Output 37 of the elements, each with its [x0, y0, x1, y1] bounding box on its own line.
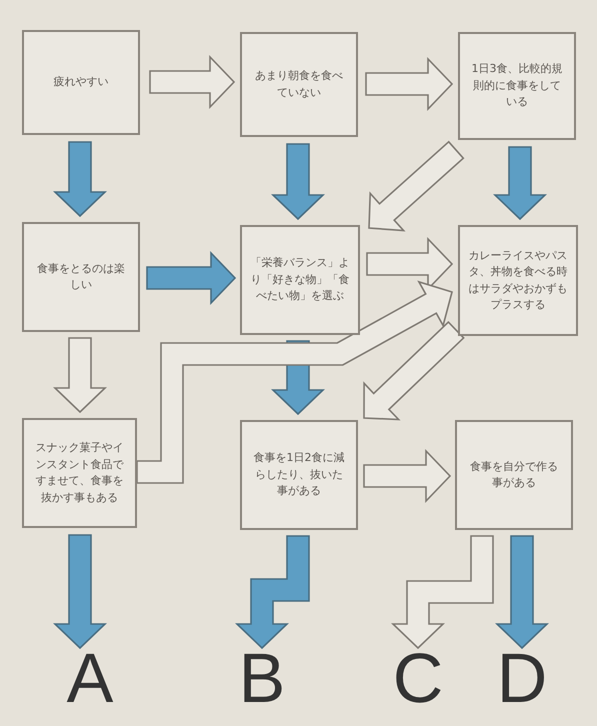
- block-arrow: [271, 143, 325, 220]
- outcome-letter: C: [388, 652, 448, 704]
- block-arrow: [235, 535, 310, 650]
- process-box: [240, 32, 358, 137]
- outcome-letter: D: [492, 652, 552, 704]
- block-arrow: [53, 534, 107, 650]
- block-arrow: [365, 57, 454, 111]
- block-arrow: [391, 535, 494, 650]
- process-box: [455, 420, 573, 530]
- process-box: [458, 225, 578, 336]
- block-arrow: [53, 141, 107, 218]
- box-text: カレーライスやパスタ、丼物を食べる時はサラダやおかずもプラスする: [468, 248, 568, 313]
- box-text: 「栄養バランス」より「好きな物」「食べたい物」を選ぶ: [250, 255, 350, 304]
- block-arrow: [368, 140, 464, 232]
- block-arrow: [149, 55, 236, 109]
- block-arrow: [363, 320, 465, 420]
- box-text: あまり朝食を食べていない: [254, 68, 344, 100]
- process-box: [240, 420, 358, 530]
- box-text: 疲れやすい: [52, 74, 110, 90]
- block-arrow: [493, 146, 547, 220]
- process-box: [22, 222, 140, 332]
- block-arrow: [53, 337, 107, 414]
- block-arrow: [495, 535, 549, 650]
- process-box: [22, 418, 137, 528]
- box-text: 食事を自分で作る事がある: [469, 458, 559, 491]
- outcome-letter: B: [232, 652, 292, 704]
- block-arrow: [146, 251, 236, 305]
- box-text: 食事をとるのは楽しい: [36, 260, 126, 293]
- process-box: [458, 32, 576, 140]
- block-arrow: [136, 280, 453, 484]
- block-arrow: [363, 449, 452, 503]
- process-box: [22, 30, 140, 135]
- box-text: 食事を1日2食に減らしたり、抜いた事がある: [252, 450, 346, 500]
- box-text: スナック菓子やインスタント食品ですませて、食事を抜かす事もある: [34, 440, 125, 506]
- process-box: [240, 225, 360, 335]
- box-text: 1日3食、比較的規則的に食事をしている: [470, 61, 564, 110]
- outcome-letter: A: [60, 652, 120, 704]
